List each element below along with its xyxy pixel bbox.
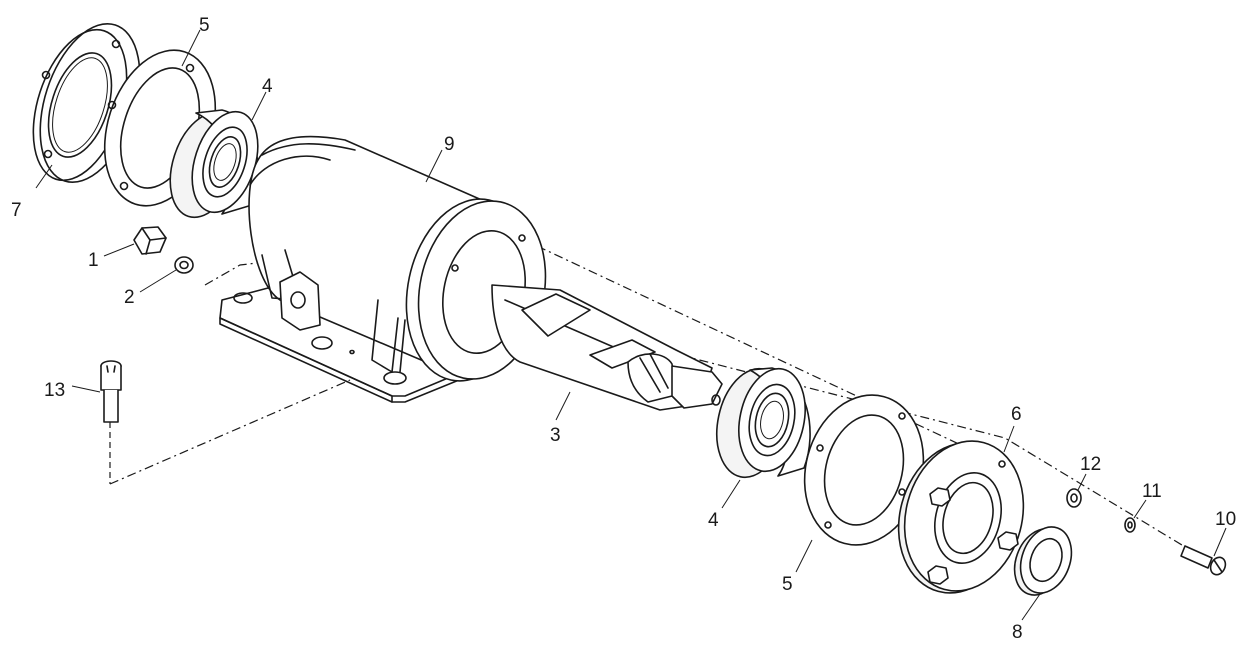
callout-12: 12 (1080, 454, 1101, 475)
callout-11: 11 (1142, 481, 1162, 502)
callout-9: 9 (444, 134, 455, 155)
part-1-hex-nut (133, 226, 167, 255)
part-11-lock-washer (1124, 517, 1136, 533)
callout-13: 13 (44, 380, 65, 401)
callout-5-top: 5 (199, 15, 210, 36)
callout-4-left: 4 (262, 76, 273, 97)
part-9-bearing-housing (219, 135, 547, 403)
callout-1: 1 (88, 250, 99, 271)
callout-labels: 7 5 4 9 1 2 13 3 4 5 6 12 11 10 8 (11, 15, 1236, 643)
part-8-shaft-seal (1013, 526, 1073, 596)
part-6-bearing-cover (897, 440, 1025, 594)
callout-7: 7 (11, 200, 22, 221)
callout-3: 3 (550, 425, 561, 446)
callout-6: 6 (1011, 404, 1022, 425)
part-3-shaft (491, 284, 723, 411)
part-12-washer (1066, 488, 1082, 508)
callout-10: 10 (1215, 509, 1236, 530)
callout-5-bottom: 5 (782, 574, 793, 595)
callout-leaders (35, 29, 1227, 621)
callout-8: 8 (1012, 622, 1023, 643)
part-4-bearing-left (169, 109, 269, 219)
part-4-bearing-right (716, 367, 811, 479)
part-2-washer (174, 256, 194, 274)
part-10-bolt (1180, 545, 1227, 576)
part-13-cap-screw (100, 360, 122, 423)
part-5-gasket-right (803, 394, 925, 546)
callout-4-right: 4 (708, 510, 719, 531)
callout-2: 2 (124, 287, 135, 308)
